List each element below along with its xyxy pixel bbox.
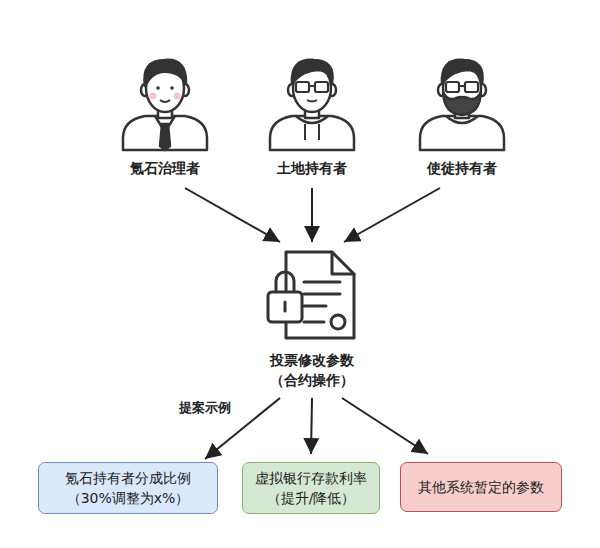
contract-icon bbox=[284, 302, 287, 311]
node-text: （合约操作） bbox=[242, 370, 382, 390]
node-text: 虚拟银行存款利率 bbox=[255, 468, 367, 488]
flow-arrow bbox=[311, 398, 312, 454]
node-text: （30%调整为x%） bbox=[67, 488, 190, 508]
param-box: 氪石持有者分成比例（30%调整为x%） bbox=[38, 462, 218, 514]
flow-arrow bbox=[185, 188, 280, 242]
person-icon bbox=[315, 82, 328, 92]
param-box: 其他系统暂定的参数 bbox=[400, 462, 562, 512]
contract-icon bbox=[268, 292, 302, 322]
person-icon bbox=[156, 86, 160, 90]
person-icon bbox=[305, 124, 319, 140]
person-icon bbox=[420, 60, 504, 150]
node-text: 使徒持有者 bbox=[412, 158, 512, 178]
node-text: 氪石持有者分成比例 bbox=[65, 468, 191, 488]
flow-arrow bbox=[311, 188, 313, 242]
contract-node: 投票修改参数（合约操作） bbox=[242, 246, 382, 390]
person-icon bbox=[160, 100, 170, 102]
person-icon bbox=[170, 86, 174, 90]
person-icon bbox=[292, 60, 333, 84]
person-icon bbox=[150, 93, 157, 100]
person-icon bbox=[465, 82, 478, 92]
node-text: 其他系统暂定的参数 bbox=[418, 477, 544, 497]
person-icon bbox=[443, 92, 481, 115]
person-icon bbox=[307, 100, 317, 102]
param-box: 虚拟银行存款利率（提升/降低） bbox=[242, 462, 380, 514]
node-text: （提升/降低） bbox=[267, 488, 356, 508]
person-icon bbox=[442, 60, 483, 84]
person-icon bbox=[446, 82, 459, 92]
node-text: 投票修改参数 bbox=[242, 350, 382, 370]
person-icon bbox=[123, 60, 207, 150]
person-icon bbox=[420, 116, 504, 150]
node-text: 氪石治理者 bbox=[115, 158, 215, 178]
person-icon bbox=[144, 60, 186, 86]
person-icon bbox=[160, 124, 170, 150]
person-icon bbox=[123, 116, 207, 150]
contract-icon bbox=[304, 282, 340, 306]
person-icon bbox=[270, 60, 354, 150]
flow-arrow bbox=[342, 398, 428, 454]
section-label: 提案示例 bbox=[177, 399, 233, 417]
person-node: 使徒持有者 bbox=[412, 58, 512, 178]
contract-icon bbox=[304, 321, 324, 324]
person-icon bbox=[174, 93, 181, 100]
node-text: 土地持有者 bbox=[262, 158, 362, 178]
contract-icon bbox=[332, 252, 354, 274]
contract-icon bbox=[331, 315, 345, 329]
person-icon bbox=[270, 116, 354, 150]
contract-icon bbox=[276, 272, 294, 292]
person-icon bbox=[296, 82, 309, 92]
person-icon bbox=[309, 85, 315, 87]
flow-arrow bbox=[344, 188, 440, 242]
person-node: 土地持有者 bbox=[262, 58, 362, 178]
contract-icon bbox=[268, 252, 354, 338]
person-node: 氪石治理者 bbox=[115, 58, 215, 178]
person-icon bbox=[459, 85, 465, 87]
